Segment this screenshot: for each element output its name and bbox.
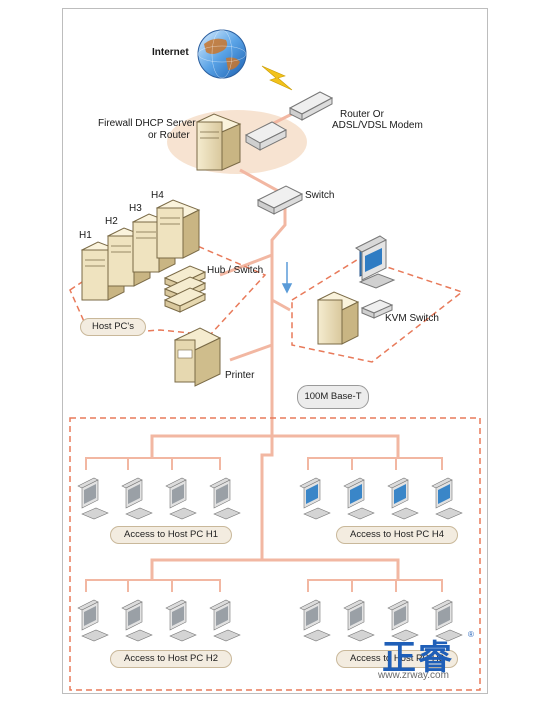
- workstation-icon: [121, 477, 153, 520]
- host-h2-label: H2: [105, 216, 118, 227]
- router-box-icon: [244, 121, 288, 151]
- workstation-icon: [299, 599, 331, 642]
- workstation-icon: [165, 477, 197, 520]
- server-icon: [195, 113, 242, 171]
- access-h4-pill: Access to Host PC H4: [336, 526, 458, 544]
- workstation-icon: [431, 599, 463, 642]
- cables: [150, 108, 400, 580]
- workstation-icon: [387, 599, 419, 642]
- brand-url: www.zrway.com: [378, 670, 449, 681]
- host-pcs: [80, 199, 201, 301]
- group-cables: [85, 457, 443, 592]
- workstation-icon: [209, 477, 241, 520]
- kvm-switch-icon: [360, 299, 394, 319]
- workstation-icon: [77, 599, 109, 642]
- switch-icon: [256, 185, 304, 215]
- modem-icon: [288, 91, 334, 121]
- host-h4-label: H4: [151, 190, 164, 201]
- workstation-icon: [299, 477, 331, 520]
- internet-label: Internet: [152, 47, 189, 58]
- globe-icon: [197, 29, 247, 79]
- workstation-icon: [343, 599, 375, 642]
- host-h1-label: H1: [79, 230, 92, 241]
- arrow-down-icon: [281, 262, 293, 294]
- hub-switch-label: Hub / Switch: [207, 265, 264, 276]
- monitor-icon: [355, 235, 396, 289]
- access-h3-pill: Access to Host PC H3: [336, 650, 458, 668]
- workstation-icon: [343, 477, 375, 520]
- base-t-bubble: 100M Base-T: [297, 385, 369, 409]
- workstation-icon: [121, 599, 153, 642]
- workstation-icon: [431, 477, 463, 520]
- host-pcs-pill: Host PC's: [80, 318, 146, 336]
- printer-icon: [173, 327, 222, 387]
- router-modem-label-line1: Router Or: [340, 109, 384, 120]
- lightning-icon: [261, 65, 293, 91]
- access-h1-pill: Access to Host PC H1: [110, 526, 232, 544]
- access-h2-pill: Access to Host PC H2: [110, 650, 232, 668]
- router-modem-label-line2: ADSL/VDSL Modem: [332, 120, 423, 131]
- hub-stack-icon: [163, 265, 207, 313]
- brand-logo: 正睿: [382, 638, 454, 678]
- host-h3-label: H3: [129, 203, 142, 214]
- firewall-label-line1: Firewall DHCP Server: [98, 118, 196, 129]
- host-pc-icon: [155, 199, 201, 259]
- workstation-icon: [387, 477, 419, 520]
- workstation-icon: [77, 477, 109, 520]
- printer-label: Printer: [225, 370, 255, 381]
- workstation-icon: [165, 599, 197, 642]
- kvm-server-icon: [316, 291, 360, 345]
- workstations: [77, 477, 463, 642]
- switch-label: Switch: [305, 190, 335, 201]
- firewall-label-line2: or Router: [148, 130, 190, 141]
- workstation-icon: [209, 599, 241, 642]
- kvm-switch-label: KVM Switch: [385, 313, 439, 324]
- brand-registered-mark: ®: [468, 630, 474, 639]
